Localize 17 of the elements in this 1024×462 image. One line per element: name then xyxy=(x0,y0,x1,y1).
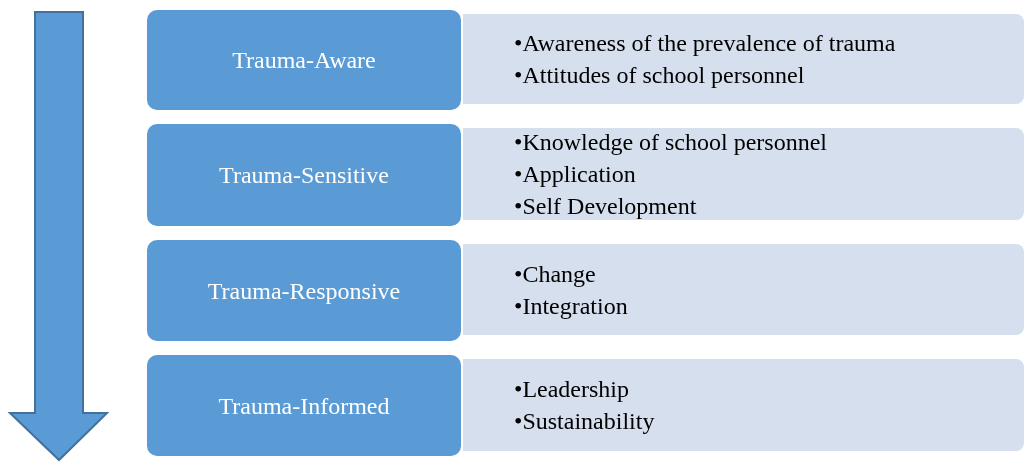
bullet-item: •Sustainability xyxy=(514,407,656,436)
bullet-item: •Change xyxy=(514,259,597,289)
stage-box: Trauma-Sensitive xyxy=(145,122,463,228)
detail-panel xyxy=(463,128,1024,220)
detail-panel xyxy=(463,244,1024,335)
detail-panel xyxy=(463,14,1024,104)
detail-panel xyxy=(463,359,1024,451)
bullet-item: •Application xyxy=(514,160,637,189)
bullet-item: •Leadership xyxy=(514,375,631,404)
bullet-item: •Integration xyxy=(514,291,629,321)
bullet-item: •Awareness of the prevalence of trauma xyxy=(514,29,897,58)
stage-box: Trauma-Informed xyxy=(145,353,463,458)
bullet-item: •Knowledge of school personnel xyxy=(514,128,828,157)
stage-box: Trauma-Aware xyxy=(145,8,463,112)
bullet-item: •Attitudes of school personnel xyxy=(514,61,806,90)
stage-box: Trauma-Responsive xyxy=(145,238,463,343)
bullet-item: •Self Development xyxy=(514,192,698,221)
